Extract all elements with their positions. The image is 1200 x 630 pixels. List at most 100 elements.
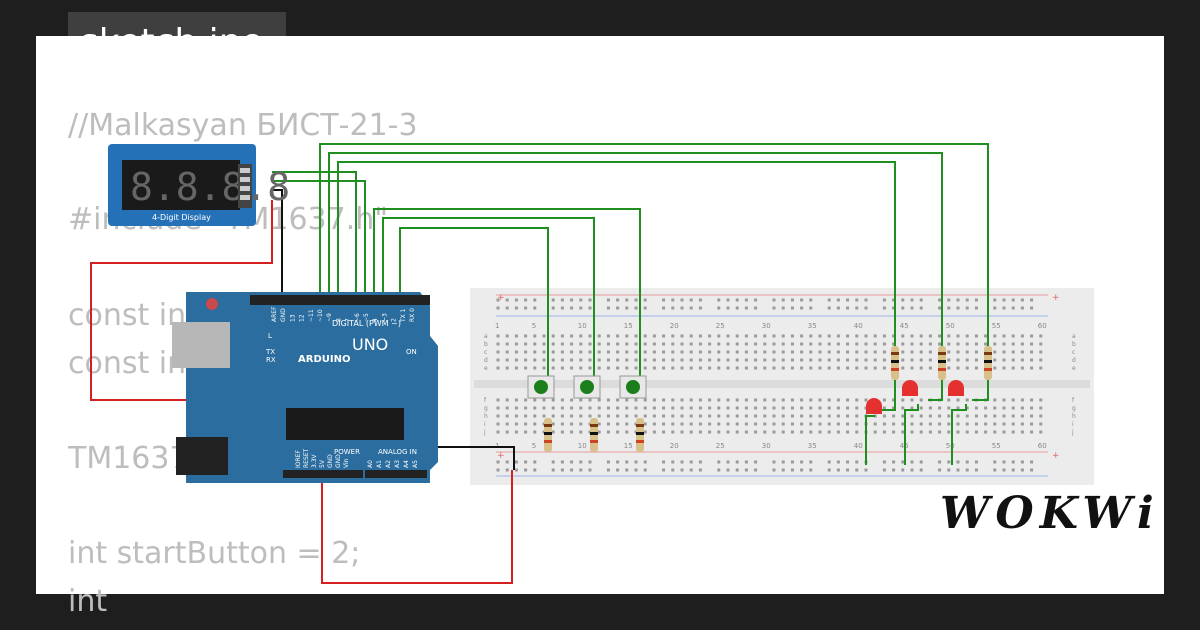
push-buttons[interactable] bbox=[527, 375, 647, 399]
row-letter: a bbox=[1072, 333, 1076, 340]
row-letter: c bbox=[484, 349, 487, 356]
code-line-1: //Malkasyan БИСТ-21-3 bbox=[68, 108, 418, 143]
pin-label: ~3 bbox=[381, 313, 388, 322]
row-letter: b bbox=[1072, 341, 1076, 348]
pin-label: Vin bbox=[343, 458, 350, 468]
column-number: 5 bbox=[532, 322, 536, 330]
pin-label: 5V bbox=[319, 459, 326, 468]
column-number: 35 bbox=[808, 442, 817, 450]
svg-text:+: + bbox=[1052, 293, 1060, 303]
row-letter: f bbox=[484, 397, 487, 404]
column-number: 30 bbox=[762, 322, 771, 330]
row-letter: f bbox=[1072, 397, 1075, 404]
breadboard: + + + + 11551010151520202525303035354040… bbox=[470, 288, 1094, 485]
column-number: 45 bbox=[900, 322, 909, 330]
column-number: 15 bbox=[624, 442, 633, 450]
column-number: 40 bbox=[854, 442, 863, 450]
pin-label: TX 1 bbox=[400, 308, 407, 323]
svg-text:+: + bbox=[497, 451, 505, 461]
display-label: 4-Digit Display bbox=[152, 213, 211, 222]
column-number: 60 bbox=[1038, 322, 1047, 330]
pin-label: IOREF bbox=[295, 450, 302, 468]
pin-label: A0 bbox=[367, 460, 374, 468]
row-letter: h bbox=[1072, 413, 1076, 420]
row-letter: d bbox=[1072, 357, 1076, 364]
digital-label: DIGITAL (PWM ~) bbox=[332, 319, 401, 328]
code-line-8: TM1637 bbox=[68, 441, 189, 476]
column-number: 55 bbox=[992, 442, 1001, 450]
row-letter: h bbox=[484, 413, 488, 420]
row-letter: d bbox=[484, 357, 488, 364]
column-number: 25 bbox=[716, 322, 725, 330]
arduino-uno-board[interactable]: DIGITAL (PWM ~) ARDUINO UNO L TX RX ON P… bbox=[172, 292, 438, 483]
pin-label: RX 0 bbox=[409, 308, 416, 322]
pin-label: 13 bbox=[289, 314, 296, 322]
row-letter: j bbox=[483, 429, 486, 436]
green-wires bbox=[272, 143, 989, 465]
pin-label: GND bbox=[335, 454, 342, 468]
column-number: 30 bbox=[762, 442, 771, 450]
row-letter: g bbox=[1072, 405, 1076, 412]
row-letter: i bbox=[1072, 421, 1074, 428]
on-led-label: ON bbox=[406, 348, 417, 356]
pin-label: A5 bbox=[412, 460, 419, 468]
column-number: 50 bbox=[946, 322, 955, 330]
row-letter: g bbox=[484, 405, 488, 412]
pin-label: 3.3V bbox=[311, 453, 318, 468]
pin-label: ~11 bbox=[308, 309, 315, 322]
column-number: 35 bbox=[808, 322, 817, 330]
wokwi-logo: WOKWi bbox=[940, 488, 1160, 539]
pin-label: AREF bbox=[271, 306, 278, 322]
row-letter: b bbox=[484, 341, 488, 348]
row-letter: a bbox=[484, 333, 488, 340]
button-start[interactable] bbox=[534, 380, 548, 394]
arduino-brand: ARDUINO bbox=[298, 354, 350, 365]
column-number: 60 bbox=[1038, 442, 1047, 450]
red-leds bbox=[866, 380, 964, 414]
row-letter: e bbox=[484, 365, 488, 372]
row-letter: i bbox=[484, 421, 486, 428]
column-number: 20 bbox=[670, 442, 679, 450]
resistors bbox=[544, 346, 992, 452]
rx-label: RX bbox=[266, 356, 276, 364]
four-digit-display[interactable]: 8.8.8.8 4-Digit Display bbox=[108, 144, 290, 226]
row-letter: c bbox=[1072, 349, 1075, 356]
code-line-10: int startButton = 2; bbox=[68, 536, 361, 571]
button-3[interactable] bbox=[626, 380, 640, 394]
pin-label: 4 bbox=[372, 318, 379, 322]
analog-label: ANALOG IN bbox=[378, 448, 417, 456]
arduino-model: UNO bbox=[352, 335, 388, 354]
display-digits: 8.8.8.8 bbox=[130, 165, 290, 209]
pin-label: ~5 bbox=[363, 313, 370, 322]
breadboard-column-numbers: 1155101015152020252530303535404045455050… bbox=[495, 322, 1047, 450]
power-label: POWER bbox=[334, 448, 360, 456]
pin-label: 12 bbox=[299, 314, 306, 322]
column-number: 10 bbox=[578, 442, 587, 450]
pin-label: A3 bbox=[394, 460, 401, 468]
pin-label: 8 bbox=[335, 318, 342, 322]
pin-label: A4 bbox=[403, 460, 410, 468]
svg-text:+: + bbox=[497, 293, 505, 303]
tx-label: TX bbox=[265, 348, 275, 356]
pin-label: 7 bbox=[345, 318, 352, 322]
column-number: 10 bbox=[578, 322, 587, 330]
column-number: 40 bbox=[854, 322, 863, 330]
pin-label: ~10 bbox=[317, 309, 324, 322]
column-number: 55 bbox=[992, 322, 1001, 330]
column-number: 25 bbox=[716, 442, 725, 450]
pin-label: ~6 bbox=[354, 313, 361, 322]
column-number: 1 bbox=[495, 322, 499, 330]
l-led-label: L bbox=[268, 332, 272, 340]
column-number: 5 bbox=[532, 442, 536, 450]
button-2[interactable] bbox=[580, 380, 594, 394]
column-number: 15 bbox=[624, 322, 633, 330]
row-letter: e bbox=[1072, 365, 1076, 372]
column-number: 50 bbox=[946, 442, 955, 450]
pin-label: A2 bbox=[385, 460, 392, 468]
pin-label: RESET bbox=[303, 448, 310, 468]
